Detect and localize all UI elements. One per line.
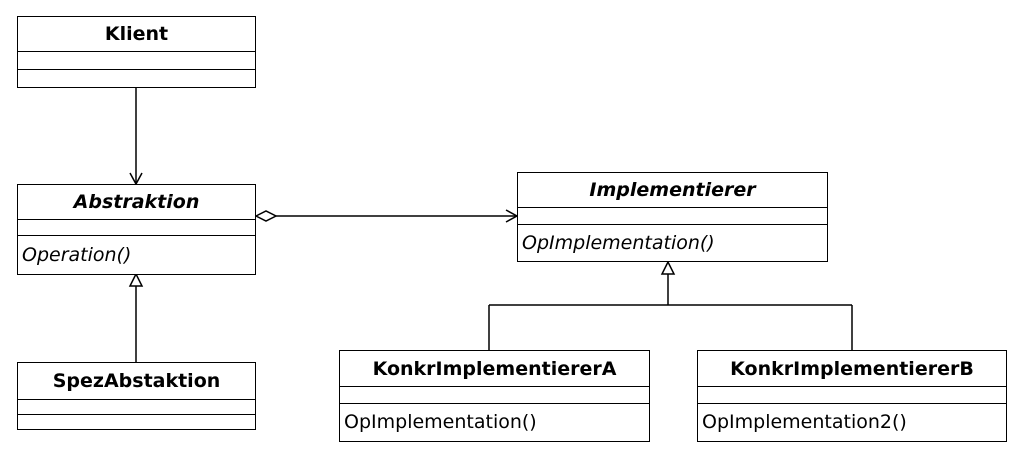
attributes-section bbox=[518, 207, 827, 224]
operation-label: OpImplementation2() bbox=[698, 403, 1006, 440]
class-spez-abstaktion[interactable]: SpezAbstaktion bbox=[17, 362, 256, 430]
class-name: Abstraktion bbox=[73, 191, 200, 213]
operations-section bbox=[18, 414, 255, 428]
generalization-triangle bbox=[128, 272, 144, 287]
class-name: SpezAbstaktion bbox=[52, 370, 221, 392]
operations-section bbox=[18, 69, 255, 86]
class-implementierer[interactable]: Implementierer OpImplementation() bbox=[517, 172, 828, 262]
attributes-section bbox=[18, 399, 255, 414]
attributes-section bbox=[340, 386, 649, 403]
class-klient[interactable]: Klient bbox=[17, 16, 256, 88]
aggregation-diamond bbox=[254, 210, 278, 222]
operation-label: Operation() bbox=[18, 235, 255, 273]
attributes-section bbox=[18, 219, 255, 235]
class-name: Klient bbox=[104, 23, 169, 45]
attributes-section bbox=[698, 386, 1006, 403]
class-name: KonkrImplementiererB bbox=[730, 357, 974, 380]
class-name: KonkrImplementiererA bbox=[372, 357, 617, 380]
generalization-triangle bbox=[660, 260, 676, 275]
operation-label: OpImplementation() bbox=[340, 403, 649, 440]
class-name: Implementierer bbox=[589, 179, 756, 201]
class-konkr-implementierer-a[interactable]: KonkrImplementiererA OpImplementation() bbox=[339, 350, 650, 442]
operation-label: OpImplementation() bbox=[518, 224, 827, 260]
class-konkr-implementierer-b[interactable]: KonkrImplementiererB OpImplementation2() bbox=[697, 350, 1007, 442]
attributes-section bbox=[18, 51, 255, 69]
class-abstraktion[interactable]: Abstraktion Operation() bbox=[17, 184, 256, 275]
